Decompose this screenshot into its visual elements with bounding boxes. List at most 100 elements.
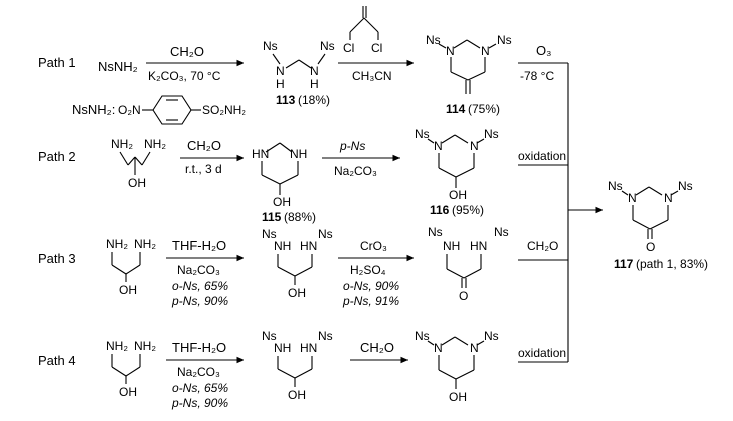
atom-nh2: NH₂ — [134, 237, 156, 251]
atom-h: H — [276, 77, 285, 91]
atom-oh: OH — [449, 390, 467, 404]
atom-n: N — [470, 139, 479, 153]
atom-oh: OH — [273, 195, 291, 209]
path1-start-nsnh2: NsNH₂ — [98, 59, 138, 74]
atom-nh2: NH₂ — [106, 339, 128, 353]
atom-ns: Ns — [497, 33, 512, 47]
compound-115-yield: (88%) — [284, 210, 316, 224]
dichloro-reagent-structure: Cl Cl — [343, 6, 382, 55]
compound-114-yield: (75%) — [468, 102, 500, 116]
diamino-propanol-p4: NH₂ NH₂ OH — [106, 339, 156, 399]
path3-label: Path 3 — [38, 251, 76, 266]
path4-yield-ons: o-Ns, 65% — [172, 381, 228, 395]
atom-ns: Ns — [678, 179, 693, 193]
compound-117-number: 117 — [614, 257, 634, 271]
atom-nh: NH — [274, 341, 291, 355]
path4-oxidation: oxidation — [518, 346, 566, 360]
path3-yield-pns91: p-Ns, 91% — [342, 294, 399, 308]
path2-oxidation: oxidation — [518, 149, 566, 163]
atom-n: N — [310, 64, 319, 78]
path3-yield-ons: o-Ns, 65% — [172, 279, 228, 293]
diamino-propanol-p3: NH₂ NH₂ OH — [106, 237, 156, 297]
atom-ns: Ns — [262, 329, 277, 343]
atom-ns: Ns — [318, 329, 333, 343]
compound-116-structure: Ns N N Ns OH — [415, 127, 499, 202]
path1-reagent-o3: O₃ — [536, 43, 551, 58]
atom-ns: Ns — [318, 227, 333, 241]
path4-reagent-na2co3: Na₂CO₃ — [177, 365, 220, 379]
atom-hn: HN — [300, 239, 317, 253]
atom-nh: NH — [290, 147, 307, 161]
atom-ns: Ns — [415, 127, 430, 141]
path3-yield-ons90: o-Ns, 90% — [343, 279, 399, 293]
atom-ns: Ns — [320, 39, 335, 53]
atom-nh2: NH₂ — [134, 339, 156, 353]
atom-nh2: NH₂ — [111, 137, 133, 151]
atom-o: O — [459, 289, 468, 303]
path1-reagent-temp: -78 °C — [520, 69, 554, 83]
path2-reagent-rt: r.t., 3 d — [185, 162, 222, 176]
path2-reagent-na2co3: Na₂CO₃ — [334, 164, 377, 178]
atom-ns: Ns — [428, 225, 443, 239]
atom-o: O — [646, 240, 655, 254]
atom-oh: OH — [288, 388, 306, 402]
path3-reagent-ch2o: CH₂O — [527, 239, 558, 253]
path1-reagent-ch2o: CH₂O — [170, 44, 204, 59]
atom-oh: OH — [119, 385, 137, 399]
atom-n: N — [481, 44, 490, 58]
compound-113-number: 113 — [276, 93, 296, 107]
compound-113-structure: Ns N H N H Ns — [263, 39, 335, 91]
path4-reagent-thf: THF-H₂O — [172, 340, 226, 355]
nsnh2-def-structure: O₂N SO₂NH₂ — [118, 95, 246, 125]
atom-oh: OH — [128, 176, 146, 190]
compound-115-number: 115 — [262, 210, 282, 224]
compound-117-yield: (path 1, 83%) — [636, 257, 708, 271]
atom-n: N — [434, 341, 443, 355]
atom-nh2: NH₂ — [144, 137, 166, 151]
compound-114-structure: Ns N N Ns — [426, 33, 512, 94]
atom-cl: Cl — [343, 41, 354, 55]
bis-ns-aminoketone: Ns Ns NH HN O — [428, 225, 509, 303]
so2nh2-label: SO₂NH₂ — [202, 103, 246, 117]
atom-ns: Ns — [484, 329, 499, 343]
path3-reagent-cro3: CrO₃ — [360, 239, 387, 253]
atom-oh: OH — [288, 286, 306, 300]
path2-reagent-ch2o: CH₂O — [187, 138, 221, 153]
atom-hn: HN — [252, 147, 269, 161]
path2-reagent-pns: p-Ns — [339, 139, 365, 153]
atom-ns: Ns — [415, 329, 430, 343]
path4-yield-pns: p-Ns, 90% — [171, 396, 228, 410]
compound-113-yield: (18%) — [298, 93, 330, 107]
atom-n: N — [276, 64, 285, 78]
atom-ns: Ns — [262, 227, 277, 241]
path4-reagent-ch2o: CH₂O — [360, 340, 394, 355]
diamino-propanol-p2: NH₂ NH₂ OH — [111, 137, 166, 190]
atom-n: N — [434, 139, 443, 153]
o2n-label: O₂N — [118, 103, 141, 117]
atom-nh: NH — [443, 239, 460, 253]
bis-ns-aminoalcohol-p3: Ns Ns NH HN OH — [262, 227, 333, 300]
path3-yield-pns: p-Ns, 90% — [171, 294, 228, 308]
nsnh2-def-label: NsNH₂: — [72, 102, 115, 117]
atom-oh: OH — [119, 283, 137, 297]
atom-n: N — [446, 44, 455, 58]
atom-ns: Ns — [484, 127, 499, 141]
path3-reagent-h2so4: H₂SO₄ — [350, 263, 386, 277]
atom-ns: Ns — [608, 179, 623, 193]
atom-ns: Ns — [426, 33, 441, 47]
compound-115-structure: HN NH OH — [252, 142, 307, 209]
atom-ns: Ns — [494, 225, 509, 239]
atom-cl: Cl — [371, 41, 382, 55]
bis-ns-aminoalcohol-p4: Ns Ns NH HN OH — [262, 329, 333, 402]
atom-hn: HN — [300, 341, 317, 355]
atom-n: N — [664, 191, 673, 205]
atom-nh: NH — [274, 239, 291, 253]
path1-reagent-k2co3: K₂CO₃, 70 °C — [148, 69, 221, 83]
path1-reagent-ch3cn: CH₃CN — [352, 69, 392, 83]
hexahydropyrimidinol-p4: Ns N N Ns OH — [415, 329, 499, 404]
path1-label: Path 1 — [38, 55, 76, 70]
atom-hn: HN — [470, 239, 487, 253]
atom-n: N — [470, 341, 479, 355]
compound-114-number: 114 — [446, 102, 466, 116]
